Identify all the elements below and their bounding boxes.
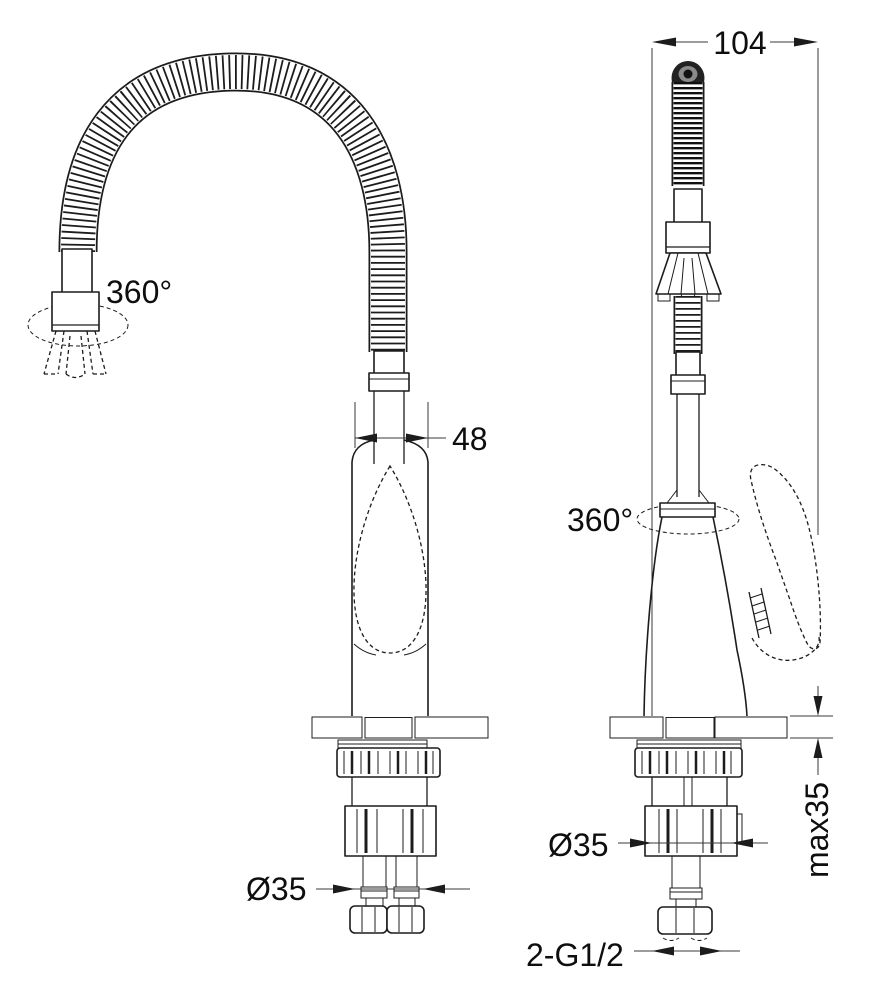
mounting-hardware-front [336, 739, 441, 857]
dimension-label-104: 104 [713, 25, 766, 61]
front-view: 48 360° Ø35 [27, 52, 489, 934]
hex-nut-side [657, 906, 713, 935]
countertop-section-front [311, 716, 489, 739]
spray-nozzle-front [27, 248, 129, 379]
nozzle-skirt-front [43, 330, 107, 379]
dimension-label-swivel-front: 360° [106, 274, 172, 310]
faucet-body-side [643, 516, 748, 717]
dimension-label-swivel-side: 360° [567, 502, 633, 538]
supply-hose-side [657, 855, 713, 941]
spray-nozzle-side [655, 188, 722, 302]
handle-stem-side [748, 587, 772, 639]
countertop-section-side [609, 716, 788, 739]
supply-hoses-front [349, 855, 425, 934]
dimension-hole-side: Ø35 [548, 827, 768, 863]
nozzle-skirt-side [655, 252, 722, 295]
flexible-spout-side [671, 61, 705, 186]
hose-body-junction-side [666, 296, 710, 504]
retainer-cylinder-front [344, 805, 437, 857]
dimension-48: 48 [354, 402, 488, 457]
dimension-label-hole-front: Ø35 [246, 871, 306, 907]
hex-nut-front-1 [349, 905, 388, 934]
hose-body-junction-front [368, 350, 410, 464]
body-collar-side [659, 502, 716, 518]
thread-callout: 2-G1/2 [526, 937, 740, 973]
flexible-spout-front [58, 52, 408, 352]
dimension-label-48: 48 [452, 421, 488, 457]
mounting-nut-front [336, 747, 441, 778]
dimension-hole-front: Ø35 [246, 871, 470, 907]
rotation-ellipse-front [27, 303, 129, 347]
side-view: 104 [526, 25, 835, 973]
handle-outline-front [353, 464, 427, 654]
hex-nut-front-2 [386, 905, 425, 934]
dimension-label-thread: 2-G1/2 [526, 937, 624, 973]
dimension-label-hole-side: Ø35 [548, 827, 608, 863]
dimension-104: 104 [652, 25, 818, 61]
retainer-cylinder-side [644, 805, 738, 857]
dimension-max35: max35 [790, 686, 835, 878]
rotation-ellipse-side [636, 503, 740, 535]
mounting-hardware-side [634, 739, 743, 857]
handle-outline-side [749, 464, 822, 662]
dimension-label-max35: max35 [799, 782, 835, 878]
